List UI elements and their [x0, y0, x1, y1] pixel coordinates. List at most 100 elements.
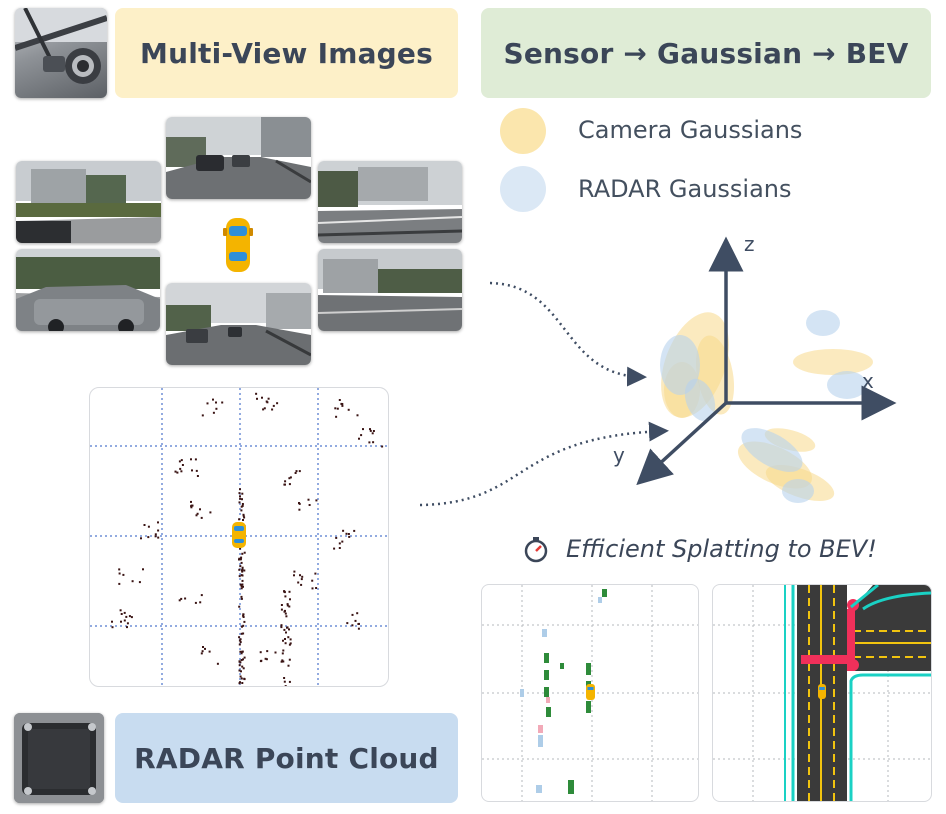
radar-point: [276, 402, 279, 405]
radar-point: [263, 407, 266, 410]
radar-point: [311, 579, 314, 582]
radar-gaussian-swatch: [500, 166, 546, 212]
radar-point: [357, 627, 360, 630]
radar-point: [265, 658, 268, 661]
map-ego-car: [818, 684, 826, 699]
radar-point: [242, 513, 245, 516]
radar-point: [241, 504, 244, 507]
radar-point: [342, 529, 345, 532]
radar-point: [238, 568, 241, 571]
radar-point: [281, 652, 284, 655]
radar-title: RADAR Point Cloud: [134, 741, 439, 775]
radar-point: [240, 632, 243, 635]
radar-point: [239, 565, 242, 568]
radar-point: [283, 591, 286, 594]
radar-point: [241, 498, 243, 501]
radar-point: [242, 624, 245, 627]
radar-point: [283, 680, 286, 683]
radar-point: [154, 533, 157, 536]
radar-point: [265, 400, 268, 403]
radar-point: [362, 428, 364, 431]
radar-point: [286, 604, 289, 607]
radar-point: [196, 475, 199, 477]
radar-point: [239, 488, 241, 491]
bev-detection-panel: [481, 584, 699, 802]
radar-point: [190, 500, 192, 503]
radar-sensor-icon: [14, 713, 104, 803]
radar-point: [262, 408, 265, 411]
road-curbs: [784, 585, 931, 801]
radar-point: [243, 677, 246, 680]
radar-point: [190, 458, 192, 461]
stopwatch-icon: [524, 537, 548, 563]
radar-point: [131, 580, 134, 583]
radar-point: [122, 573, 125, 576]
radar-point: [130, 616, 133, 619]
bev-ego-car: [586, 684, 595, 700]
detected-vehicles: [544, 589, 607, 794]
radar-point: [283, 628, 286, 631]
detected-pedestrians: [520, 597, 602, 793]
radar-point: [206, 402, 209, 405]
radar-point: [334, 407, 337, 410]
radar-point: [221, 401, 224, 404]
radar-point: [209, 511, 212, 514]
radar-point: [126, 626, 128, 629]
radar-point: [239, 547, 242, 550]
radar-point: [336, 407, 339, 410]
radar-point: [240, 677, 243, 680]
radar-point: [335, 536, 338, 539]
radar-point: [354, 619, 357, 622]
radar-point: [307, 498, 310, 501]
radar-point: [178, 599, 181, 602]
sensor-gaussian-bev-title: Sensor → Gaussian → BEV: [503, 36, 909, 70]
camera-gaussians: [661, 312, 873, 502]
radar-point: [259, 651, 262, 654]
radar-point: [283, 483, 286, 486]
radar-point: [287, 664, 290, 667]
radar-point: [287, 636, 290, 639]
radar-point: [288, 605, 291, 608]
radar-point: [240, 556, 243, 559]
radar-point: [293, 570, 296, 573]
radar-point: [369, 428, 371, 431]
radar-point: [356, 414, 359, 417]
radar-point: [372, 430, 375, 432]
camera-gaussian-swatch: [500, 108, 546, 154]
radar-point: [335, 415, 338, 418]
radar-point: [238, 660, 241, 663]
radar-point: [294, 472, 297, 474]
radar-point: [157, 529, 160, 532]
radar-point: [284, 642, 287, 645]
radar-point: [241, 574, 244, 577]
radar-point: [239, 650, 242, 653]
radar-point: [240, 585, 243, 588]
radar-point: [288, 658, 291, 661]
radar-point: [298, 470, 301, 473]
splatting-caption: Efficient Splatting to BEV!: [566, 535, 877, 563]
radar-point: [242, 658, 244, 661]
camera-gaussian-label: Camera Gaussians: [578, 116, 803, 144]
radar-point: [238, 575, 241, 578]
radar-point: [381, 445, 384, 448]
radar-point-cloud: [90, 388, 388, 686]
radar-point: [154, 535, 157, 538]
radar-point: [184, 597, 187, 600]
radar-point: [299, 574, 301, 577]
z-axis-label: z: [744, 232, 755, 256]
radar-point: [241, 579, 244, 582]
radar-point: [281, 659, 284, 662]
x-axis-label: x: [862, 369, 874, 393]
camera-view-back-left: [16, 249, 160, 331]
radar-point: [143, 524, 146, 526]
radar-point: [180, 597, 183, 600]
radar-point: [286, 603, 289, 606]
multiview-banner: Multi-View Images: [115, 8, 458, 98]
radar-point: [371, 432, 374, 435]
radar-point: [123, 619, 126, 622]
radar-point: [238, 518, 241, 521]
radar-point: [140, 537, 142, 540]
radar-point: [372, 441, 375, 444]
radar-point: [284, 612, 287, 615]
radar-point: [259, 660, 262, 663]
